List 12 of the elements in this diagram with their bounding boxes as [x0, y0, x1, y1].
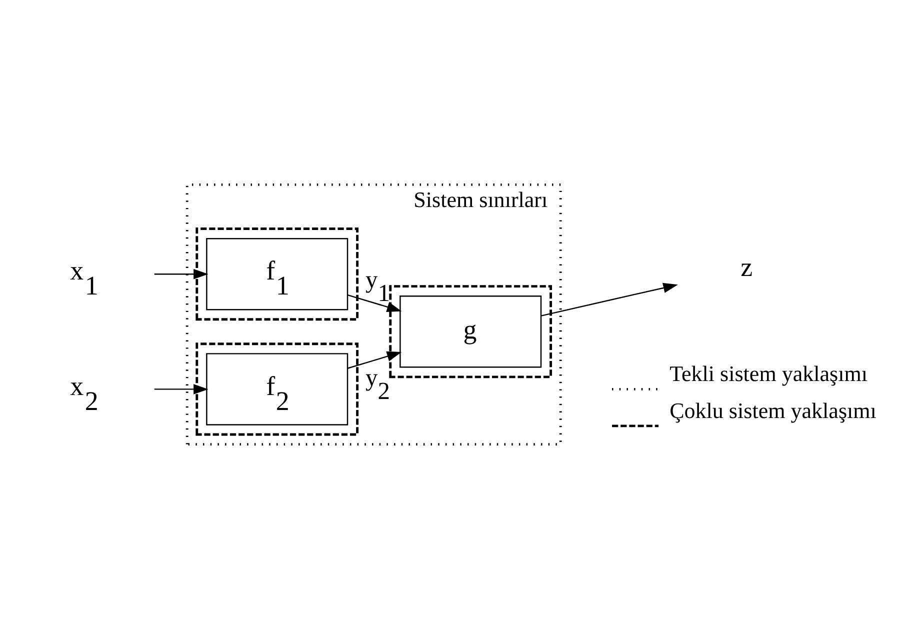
- legend-label: Çoklu sistem yaklaşımı: [670, 397, 876, 422]
- node-text: z: [740, 252, 753, 282]
- node-box: g: [400, 295, 542, 368]
- arrow: [154, 384, 208, 394]
- arrow: [348, 294, 402, 312]
- cluster: [389, 284, 552, 378]
- cluster: [196, 342, 359, 436]
- arrow: [154, 268, 208, 279]
- arrow: [541, 282, 678, 316]
- cluster: [196, 227, 359, 320]
- arrow: [348, 350, 402, 368]
- legend-label: Tekli sistem yaklaşımı: [670, 360, 868, 386]
